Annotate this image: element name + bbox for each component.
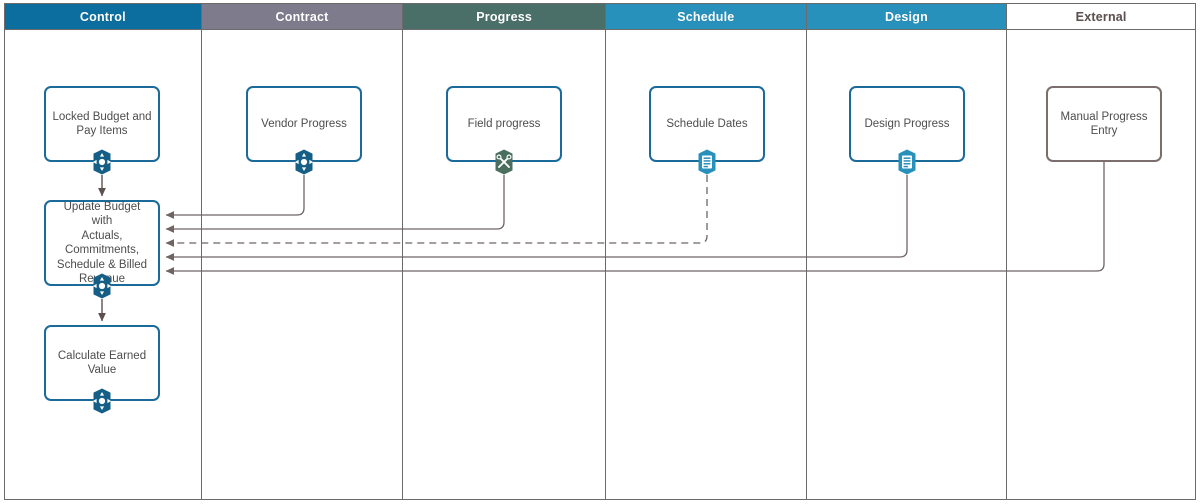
move-icon[interactable]	[291, 149, 317, 175]
node-label-design-progress: Design Progress	[864, 117, 950, 130]
swimlane-container: Control Contract Progress Schedule Desig…	[4, 3, 1196, 500]
move-icon[interactable]	[89, 273, 115, 299]
node-label-locked-budget: Locked Budget and Pay Items	[52, 110, 152, 138]
node-label-field-progress: Field progress	[467, 117, 541, 130]
lane-header-design: Design	[806, 4, 1007, 30]
lane-header-contract: Contract	[201, 4, 403, 30]
node-calculate-earned-value[interactable]: Calculate Earned Value	[44, 325, 160, 401]
lane-schedule[interactable]: Schedule	[605, 4, 807, 499]
lane-progress[interactable]: Progress	[403, 4, 606, 499]
node-manual-progress-entry[interactable]: Manual Progress Entry	[1046, 86, 1162, 162]
list-icon[interactable]	[694, 149, 720, 175]
lane-header-external: External	[1007, 4, 1195, 30]
lane-external[interactable]: External	[1007, 4, 1195, 499]
node-label-manual-progress-entry: Manual Progress Entry	[1060, 110, 1148, 138]
lane-contract[interactable]: Contract	[201, 4, 404, 499]
lane-header-control: Control	[5, 4, 201, 30]
node-label-calculate-earned-value: Calculate Earned Value	[57, 349, 147, 377]
node-schedule-dates[interactable]: Schedule Dates	[649, 86, 765, 162]
node-locked-budget[interactable]: Locked Budget and Pay Items	[44, 86, 160, 162]
node-label-update-budget: Update Budget with Actuals, Commitments,…	[56, 200, 148, 286]
move-icon[interactable]	[89, 388, 115, 414]
node-vendor-progress[interactable]: Vendor Progress	[246, 86, 362, 162]
lane-design[interactable]: Design	[806, 4, 1008, 499]
node-label-vendor-progress: Vendor Progress	[261, 117, 347, 130]
move-icon[interactable]	[89, 149, 115, 175]
tools-icon[interactable]	[491, 149, 517, 175]
lane-header-schedule: Schedule	[605, 4, 806, 30]
lane-header-progress: Progress	[403, 4, 605, 30]
node-update-budget[interactable]: Update Budget with Actuals, Commitments,…	[44, 200, 160, 286]
node-label-schedule-dates: Schedule Dates	[666, 117, 748, 130]
list-icon[interactable]	[894, 149, 920, 175]
